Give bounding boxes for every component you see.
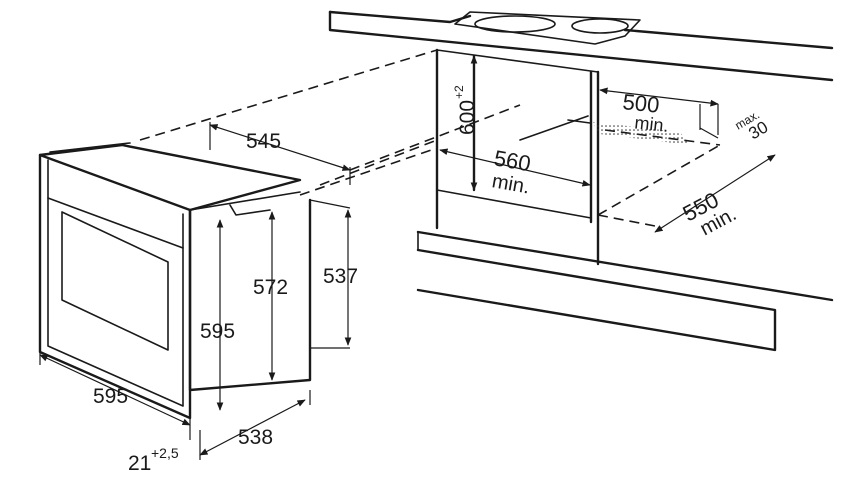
- front-panel-tolerance: +2,5: [151, 445, 179, 461]
- niche-height-label: 600: [456, 100, 479, 135]
- depth-top-label: 545: [246, 130, 281, 153]
- oven-height-label: 595: [200, 320, 235, 343]
- vent-width-suffix: min.: [634, 112, 670, 135]
- niche-height-tolerance: +2: [452, 85, 466, 99]
- dimension-lines: [39, 55, 776, 460]
- cabinet-outline: [328, 10, 834, 352]
- projection-lines: [139, 49, 521, 196]
- oven-width-label: 595: [93, 385, 128, 408]
- body-height-label: 572: [253, 276, 288, 299]
- rear-height-label: 537: [323, 265, 358, 288]
- front-panel-label: 21: [128, 452, 151, 475]
- vent-width-label: 500: [621, 89, 660, 118]
- dimension-labels: 545 572 537 595 595 538 21 +2,5 600 +2 5…: [93, 85, 771, 475]
- depth-bottom-label: 538: [238, 426, 273, 449]
- niche-outline: [435, 48, 721, 266]
